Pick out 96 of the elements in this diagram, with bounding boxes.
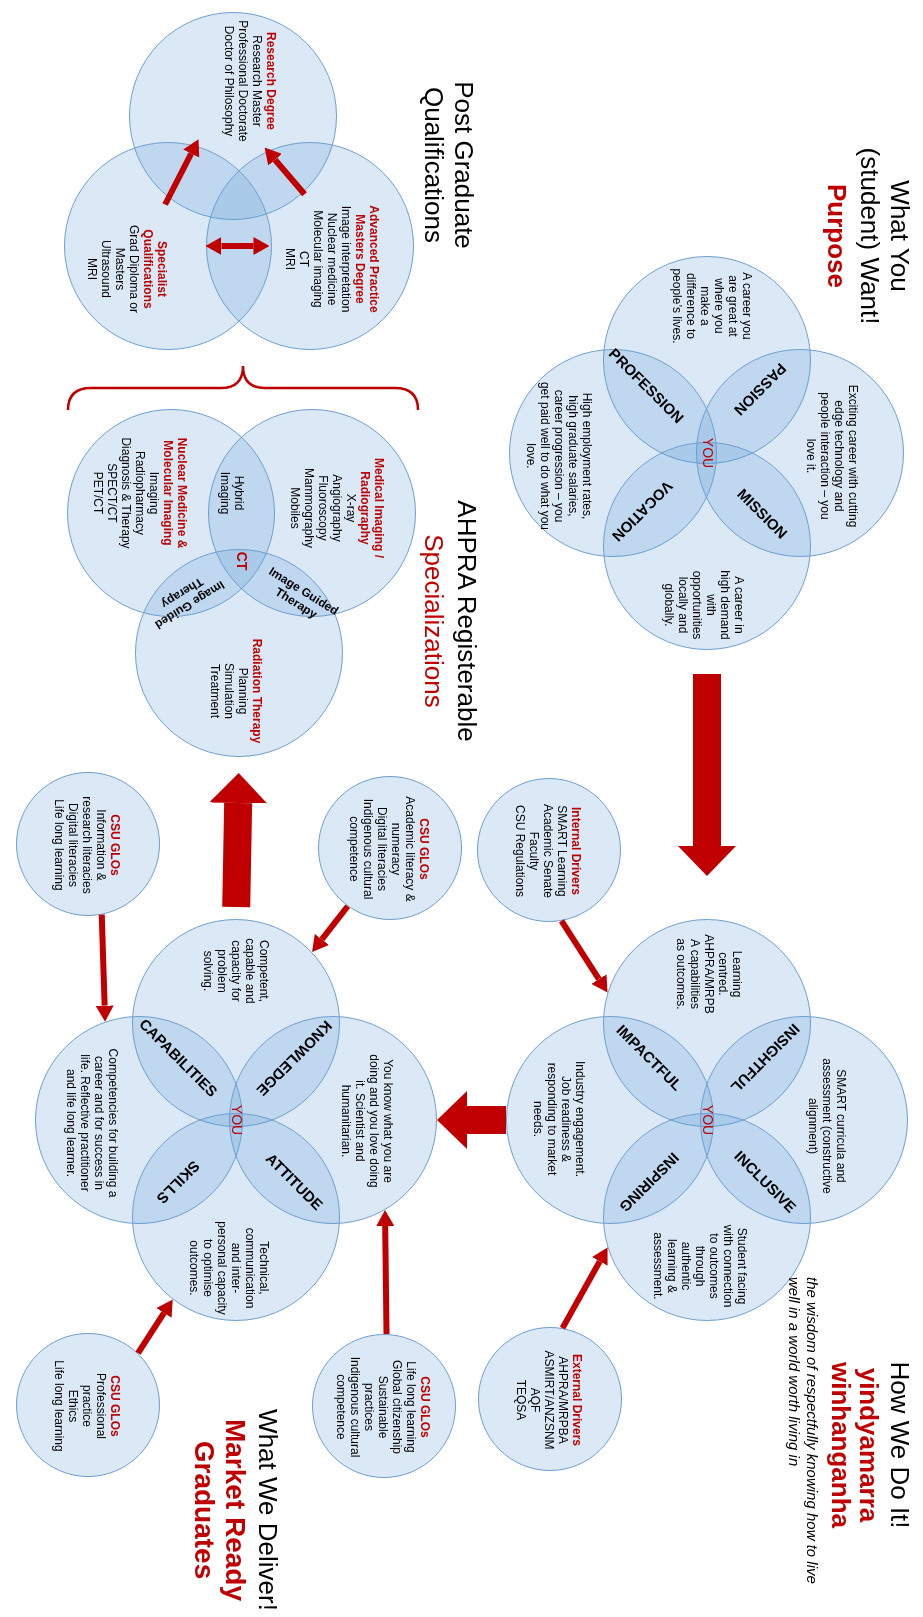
circle-text: Fluoroscopy — [316, 475, 330, 541]
circle-text: SMART Learning — [555, 805, 569, 897]
circle-text: Competent, capable and capacity for problem solving. — [201, 937, 271, 1006]
subtitle: the wisdom of respectfully knowing how to live well in a world worth living in — [785, 1277, 821, 1586]
circle-text: ASMIRT/ANZSNM — [542, 1350, 556, 1450]
circle-heading: CSU GLOs — [108, 1375, 122, 1437]
circle-text: Competencies for building a career and for success in life. Reflective practitioner and life long learner. — [64, 1048, 120, 1198]
arrow — [264, 147, 307, 197]
circle-text: Life long learning — [52, 1360, 66, 1452]
block-arrow — [437, 1091, 506, 1149]
circle-text: Planning — [236, 667, 250, 715]
circle-text: Molecular imaging — [311, 210, 325, 308]
center-label: YOU — [227, 1104, 246, 1136]
circle-text: Academic Senate — [541, 803, 555, 899]
circle-text: Life long learning — [52, 799, 66, 891]
center-label: CT — [232, 551, 251, 571]
circle-text: Sustainable practices — [362, 1374, 390, 1441]
circle-text: Faculty — [527, 831, 541, 871]
circle-text: Academic literacy & numeracy — [389, 795, 417, 904]
arrow — [312, 904, 351, 953]
circle-text: A career in high demand with opportunities locally and globally. — [662, 569, 746, 642]
section-title-highlight: Market Ready Graduates — [189, 1417, 251, 1604]
circle-text: SPECT/CT — [105, 463, 119, 523]
circle-heading: CSU GLOs — [417, 818, 431, 880]
circle-text: Mobiles — [288, 487, 302, 529]
center-label: YOU — [698, 1104, 717, 1136]
block-arrow — [209, 773, 268, 908]
arrow — [559, 1247, 608, 1330]
circle-heading: External Drivers — [570, 1353, 584, 1447]
circle-text: Research Master — [250, 35, 264, 127]
circle-text: SMART curricula and assessment (constructive alignment) — [806, 1057, 848, 1196]
circle-text: CSU Regulations — [513, 804, 527, 897]
circle-text: Professional practice — [80, 1371, 108, 1441]
circle-text: Learning centred. AHPRA/MRPB A capabilities as outcomes. — [674, 933, 744, 1016]
circle-text: AHPRA/MRPBA — [556, 1356, 570, 1444]
arrow — [135, 1299, 173, 1355]
circle-text: Global citizenship — [390, 1359, 404, 1455]
overlap-label: Hybrid Imaging — [218, 470, 246, 517]
circle-text: A career you are great at where you make a difference to people’s lives. — [670, 267, 754, 346]
circle-text: Image interpretation — [339, 205, 353, 313]
circle-text: Treatment — [208, 663, 222, 719]
section-title: AHPRA Registerable — [452, 499, 482, 744]
circle-text: Nuclear medicine — [325, 212, 339, 306]
circle-text: X-ray — [344, 493, 358, 523]
circle-text: Simulation — [222, 663, 236, 719]
circle-text: Radiopharmacy — [133, 450, 147, 535]
circle-text: Imaging — [147, 471, 161, 515]
arrow — [95, 914, 114, 1022]
circle-text: Indigenous cultural competence — [334, 1355, 362, 1460]
circle-text: Grad Diploma or Masters — [113, 224, 141, 315]
circle-text: Digital literacies — [66, 803, 80, 887]
circle-text: Ethics — [66, 1389, 80, 1423]
circle-text: Technical, communication and inter-personal capacity to optimise outcomes. — [187, 1220, 271, 1316]
circle-text: Student facing with connection to outcomes through authentic learning & assessment. — [651, 1223, 749, 1310]
circle-heading: Radiation Therapy — [250, 638, 264, 744]
circle-text: TEQSA — [514, 1379, 528, 1421]
circle-text: CT — [297, 251, 311, 267]
circle-text: Diagnosis & Therapy — [119, 437, 133, 549]
section-title-highlight: yindyamarra winhanganha — [827, 1360, 883, 1531]
circle-text: Professional Doctorate — [236, 20, 250, 142]
circle-text: Industry engagement. Job readiness & responding to market needs. — [531, 1059, 587, 1180]
section-title: What We Deliver! — [253, 1408, 283, 1613]
block-arrow — [678, 674, 736, 876]
arrow — [205, 237, 270, 255]
circle-text: Life long learning — [404, 1361, 418, 1453]
section-title: What You (student) Want! — [855, 146, 915, 327]
center-label: YOU — [698, 437, 717, 469]
circle-heading: Specialist Qualifications — [141, 228, 169, 311]
section-title-highlight: Specializations — [419, 533, 449, 710]
section-title-highlight: Purpose — [823, 183, 851, 290]
circle-heading: CSU GLOs — [418, 1376, 432, 1438]
circle-heading: Medical Imaging / Radiography — [358, 457, 386, 560]
circle-text: Information & research literacies — [80, 795, 108, 896]
circle-text: Ultrasound — [99, 240, 113, 298]
circle-text: Indigenous cultural competence — [347, 797, 375, 902]
arrow — [558, 919, 608, 993]
circle-text: Angiography — [330, 474, 344, 542]
circle-heading: Internal Drivers — [569, 806, 583, 895]
circle-text: You know what you are doing and you love doing it. Scientist and humanitarian. — [339, 1053, 395, 1190]
circle-heading: CSU GLOs — [108, 814, 122, 876]
circle-text: Doctor of Philosophy — [222, 25, 236, 137]
section-title: Post Graduate Qualifications — [419, 80, 479, 251]
circle-text: High employment rates, high graduate salaries, career progression – you get paid well to do what you love. — [524, 381, 594, 531]
circle-heading: Nuclear Medicine & Molecular Imaging — [161, 436, 189, 551]
circle-heading: Research Degree — [264, 31, 278, 131]
arrow — [162, 139, 200, 206]
circle-text: Exciting career with cutting edge technology and people interaction – you love it. — [804, 383, 860, 530]
circle-text: Digital literacies — [375, 807, 389, 891]
circle-text: PET/CT — [91, 471, 105, 515]
section-title: How We Do It! — [885, 1360, 915, 1531]
circle-text: MRI — [85, 258, 99, 280]
arrow — [376, 1210, 395, 1335]
circle-text: AQF — [528, 1387, 542, 1413]
circle-heading: Advanced Practice Masters Degree — [353, 204, 381, 315]
circle-text: Mammography — [302, 468, 316, 548]
circle-text: MRI — [283, 248, 297, 270]
